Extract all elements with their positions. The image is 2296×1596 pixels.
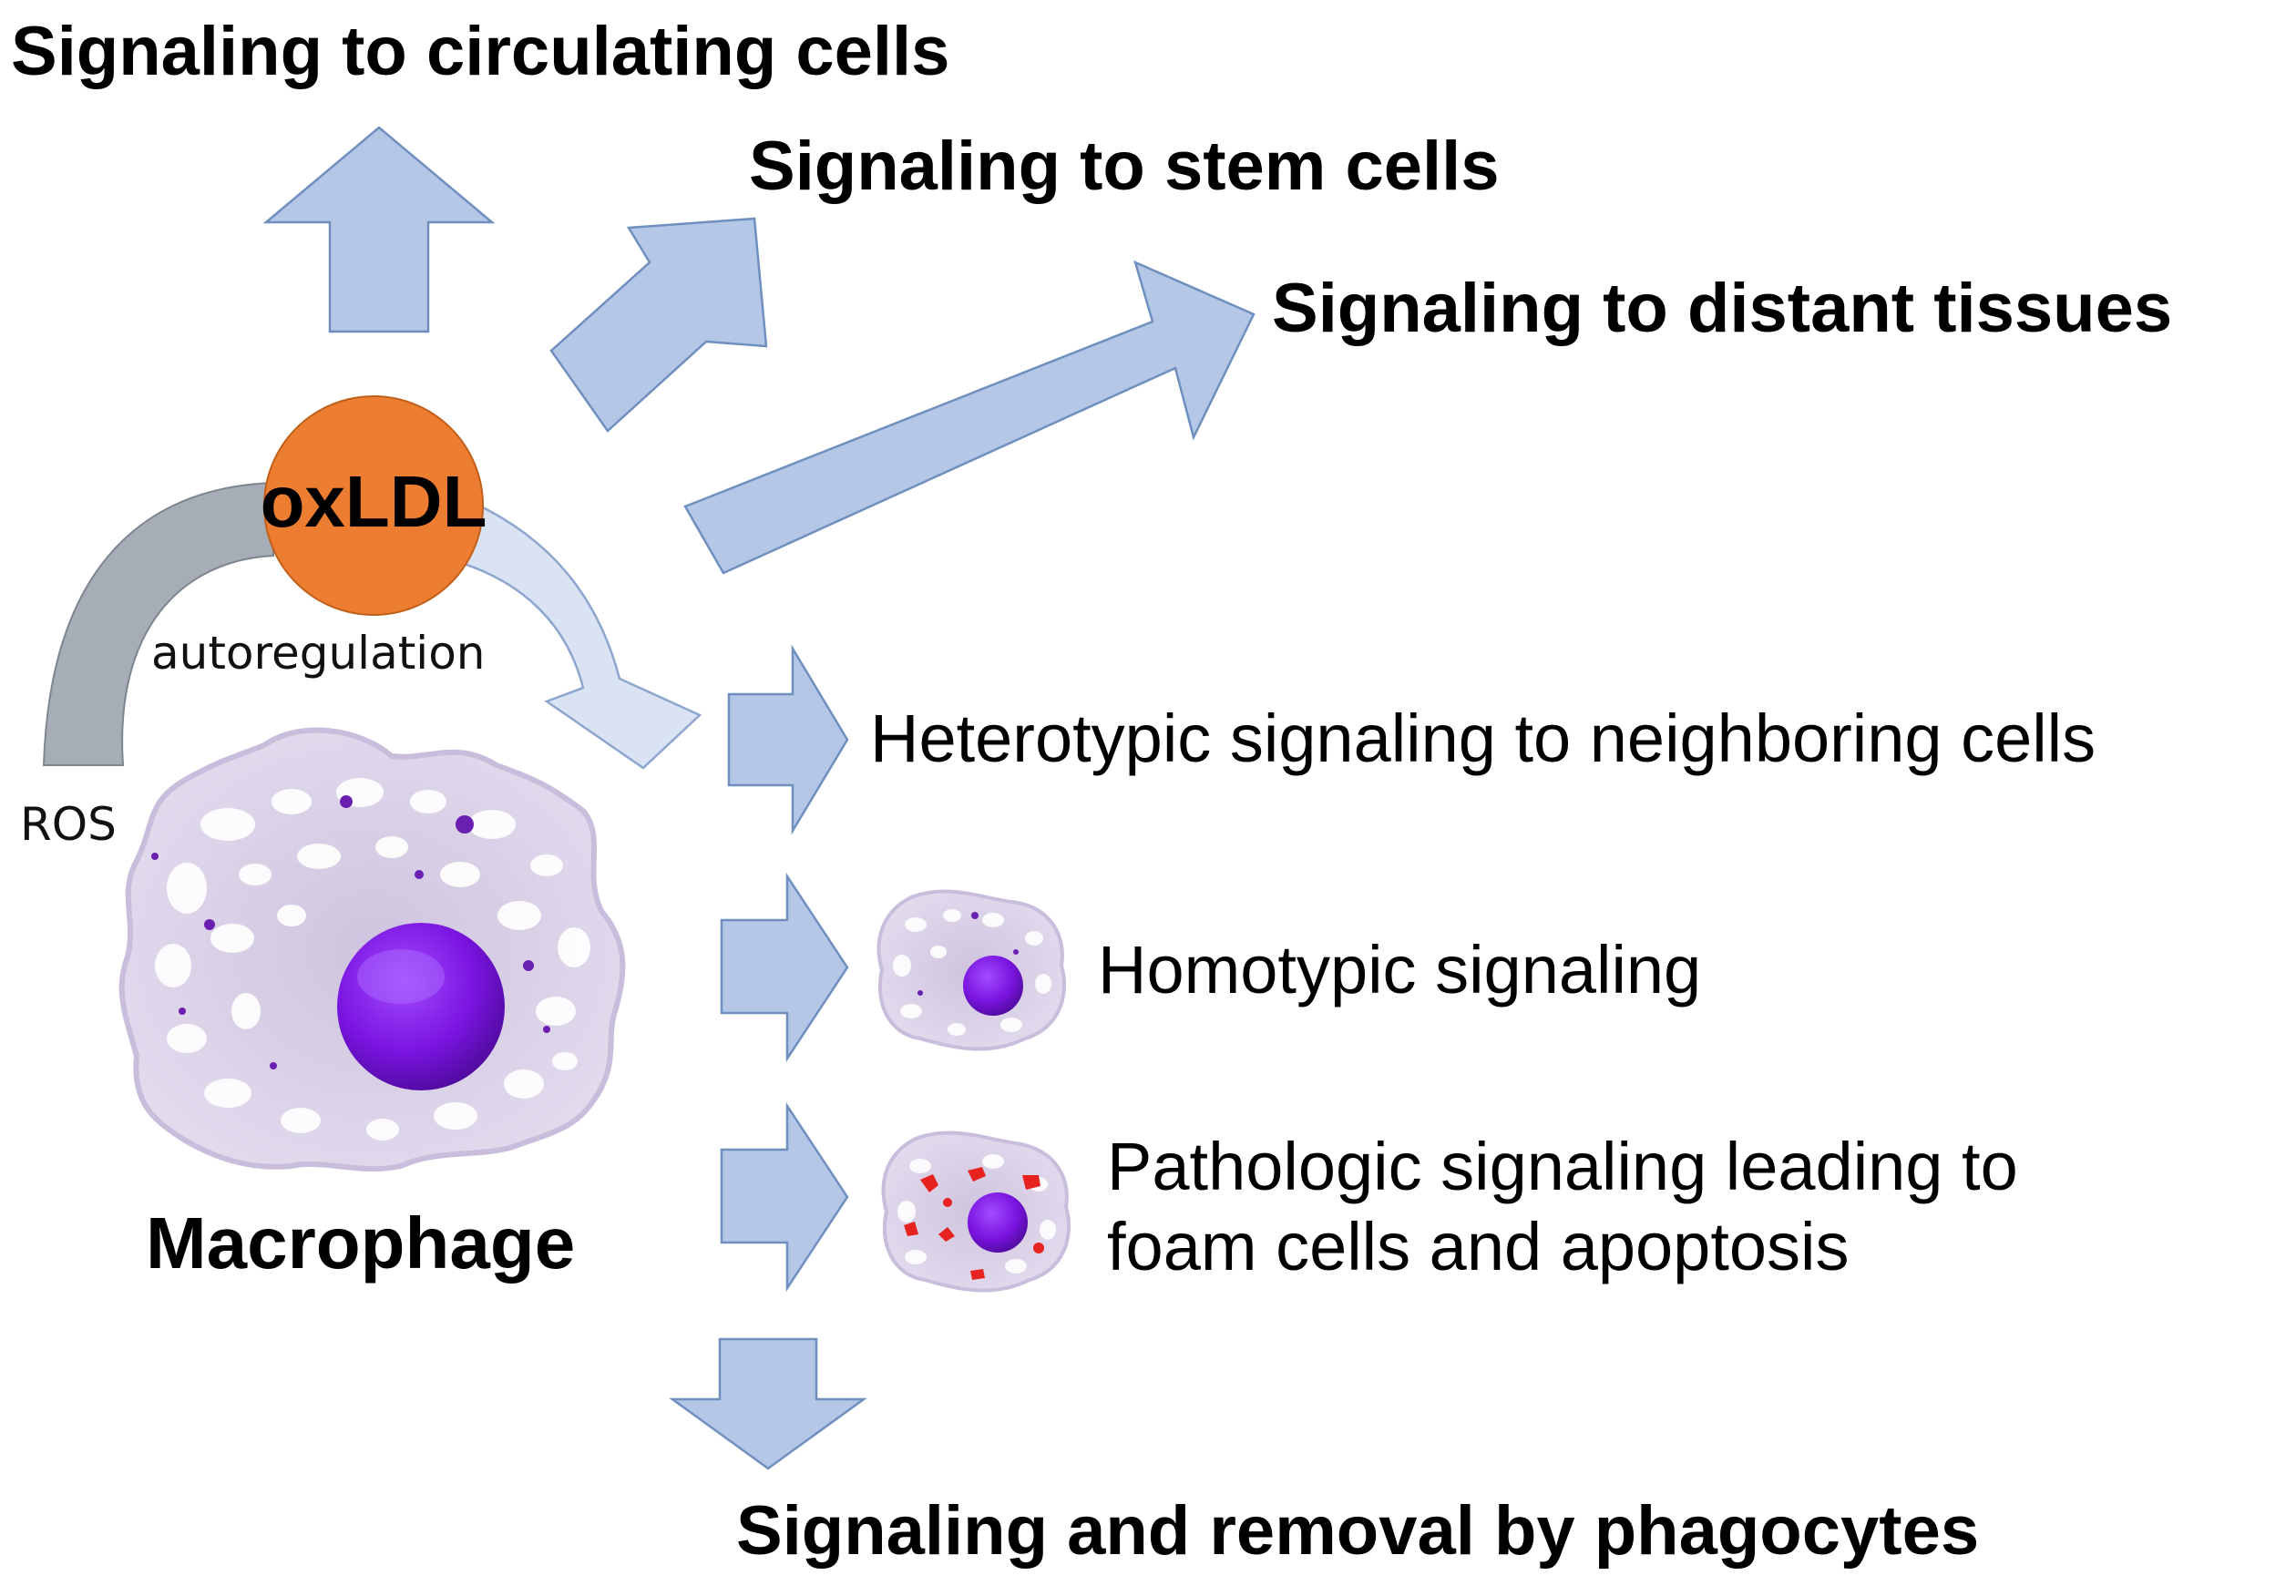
oxldl-circle: [263, 395, 484, 616]
label-autoregulation: autoregulation: [151, 627, 485, 680]
label-ros: ROS: [20, 798, 117, 851]
arrow-to-stem: [549, 217, 768, 433]
label-heterotypic: Heterotypic signaling to neighboring cel…: [870, 701, 2096, 776]
label-phagocytes: Signaling and removal by phagocytes: [736, 1492, 1979, 1570]
label-stem: Signaling to stem cells: [749, 128, 1500, 205]
foam-cell-icon: [881, 1130, 1071, 1293]
label-pathologic-line1: Pathologic signaling leading to: [1107, 1129, 2018, 1204]
arrow-to-distant: [683, 260, 1256, 575]
label-pathologic-line2: foam cells and apoptosis: [1107, 1209, 1849, 1284]
autoregulation-arc-arrow: [440, 501, 702, 770]
arrow-heterotypic: [727, 644, 849, 835]
label-homotypic: Homotypic signaling: [1098, 932, 1701, 1008]
label-distant: Signaling to distant tissues: [1272, 270, 2172, 347]
label-circulating: Signaling to circulating cells: [11, 13, 949, 90]
arrow-homotypic: [720, 872, 849, 1063]
arrow-down-phagocytes: [669, 1337, 867, 1470]
ros-arc-arrow: [42, 481, 274, 766]
label-macrophage: Macrophage: [146, 1202, 575, 1284]
arrow-pathologic: [720, 1101, 849, 1293]
small-macrophage-icon: [876, 889, 1067, 1051]
macrophage-icon: [118, 727, 626, 1172]
arrow-up-circulating: [262, 126, 496, 333]
label-oxldl: oxLDL: [261, 461, 487, 542]
